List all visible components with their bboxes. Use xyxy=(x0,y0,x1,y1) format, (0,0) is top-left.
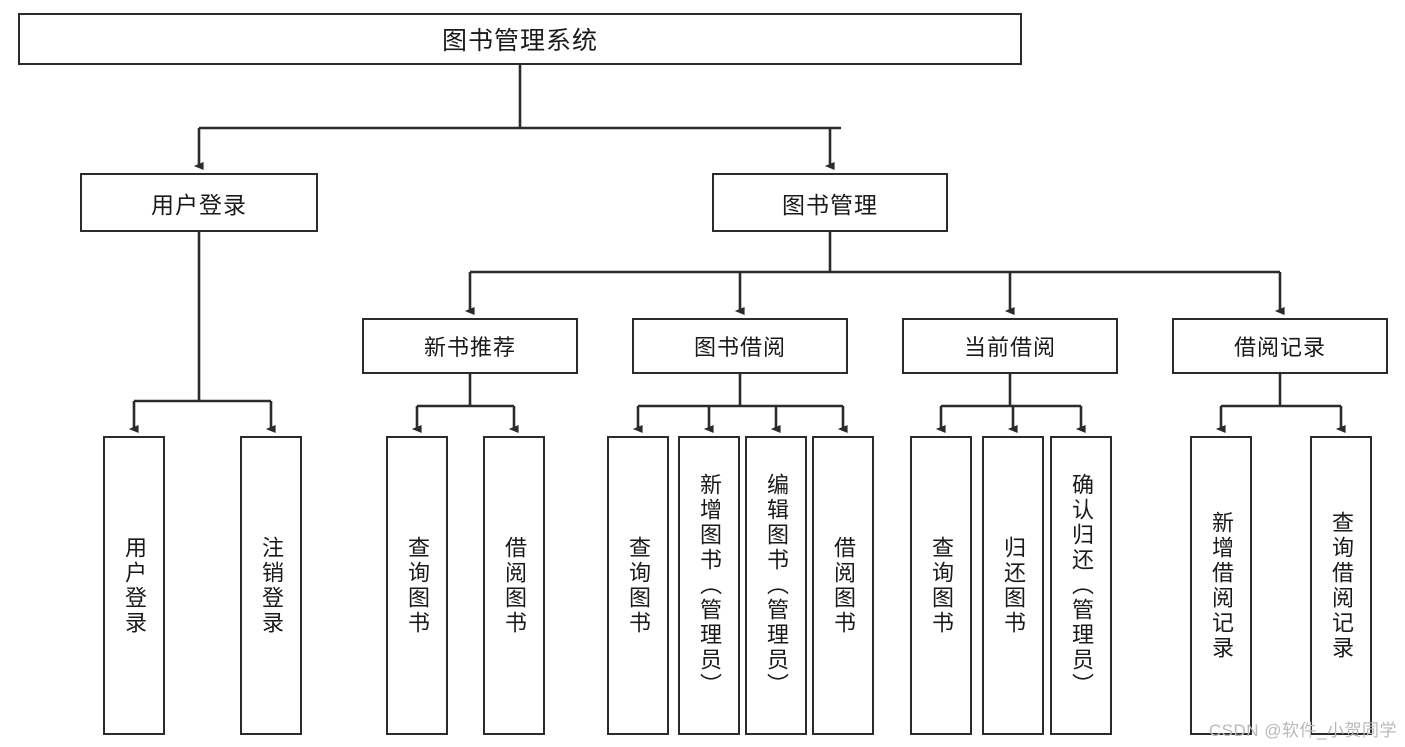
node-leaf-borrow-book-rec-label: 借阅图书 xyxy=(502,535,527,636)
node-leaf-user-logout-label: 注销登录 xyxy=(259,535,284,636)
node-leaf-return-book[interactable]: 归还图书 xyxy=(982,436,1044,735)
node-leaf-user-login-label: 用户登录 xyxy=(122,535,147,636)
node-leaf-query-book-cur-label: 查询图书 xyxy=(929,535,954,636)
node-root[interactable]: 图书管理系统 xyxy=(18,13,1022,65)
node-leaf-query-book-rec[interactable]: 查询图书 xyxy=(386,436,448,735)
node-leaf-user-logout[interactable]: 注销登录 xyxy=(240,436,302,735)
watermark-text: CSDN @软件_小贺同学 xyxy=(1208,721,1397,740)
node-new-book-recommend[interactable]: 新书推荐 xyxy=(362,318,578,374)
node-leaf-edit-book-admin-label: 编辑图书（管理员） xyxy=(764,473,789,698)
node-leaf-add-book-admin-label: 新增图书（管理员） xyxy=(697,473,722,698)
node-leaf-add-book-admin[interactable]: 新增图书（管理员） xyxy=(678,436,740,735)
node-book-borrow-label: 图书借阅 xyxy=(693,335,786,360)
node-new-book-recommend-label: 新书推荐 xyxy=(423,335,516,360)
node-leaf-add-borrow-record-label: 新增借阅记录 xyxy=(1209,510,1234,661)
node-leaf-edit-book-admin[interactable]: 编辑图书（管理员） xyxy=(745,436,807,735)
node-leaf-query-borrow-record[interactable]: 查询借阅记录 xyxy=(1310,436,1372,735)
node-book-manage-label: 图书管理 xyxy=(782,191,878,218)
node-leaf-confirm-return-admin-label: 确认归还（管理员） xyxy=(1069,473,1094,698)
node-book-borrow[interactable]: 图书借阅 xyxy=(632,318,848,374)
node-user-login[interactable]: 用户登录 xyxy=(80,173,318,232)
node-leaf-query-book-cur[interactable]: 查询图书 xyxy=(910,436,972,735)
node-root-label: 图书管理系统 xyxy=(441,27,598,55)
node-current-borrow-label: 当前借阅 xyxy=(963,335,1056,360)
node-leaf-borrow-book-rec[interactable]: 借阅图书 xyxy=(483,436,545,735)
node-leaf-return-book-label: 归还图书 xyxy=(1001,535,1026,636)
node-leaf-query-book-borrow-label: 查询图书 xyxy=(626,535,651,636)
node-leaf-add-borrow-record[interactable]: 新增借阅记录 xyxy=(1190,436,1252,735)
node-leaf-confirm-return-admin[interactable]: 确认归还（管理员） xyxy=(1050,436,1112,735)
node-current-borrow[interactable]: 当前借阅 xyxy=(902,318,1118,374)
node-user-login-label: 用户登录 xyxy=(151,191,247,218)
node-borrow-record[interactable]: 借阅记录 xyxy=(1172,318,1388,374)
node-leaf-borrow-book[interactable]: 借阅图书 xyxy=(812,436,874,735)
node-book-manage[interactable]: 图书管理 xyxy=(712,173,948,232)
node-leaf-query-book-rec-label: 查询图书 xyxy=(405,535,430,636)
node-borrow-record-label: 借阅记录 xyxy=(1233,335,1326,360)
node-leaf-query-borrow-record-label: 查询借阅记录 xyxy=(1329,510,1354,661)
node-leaf-borrow-book-label: 借阅图书 xyxy=(831,535,856,636)
node-leaf-query-book-borrow[interactable]: 查询图书 xyxy=(607,436,669,735)
node-leaf-user-login[interactable]: 用户登录 xyxy=(103,436,165,735)
